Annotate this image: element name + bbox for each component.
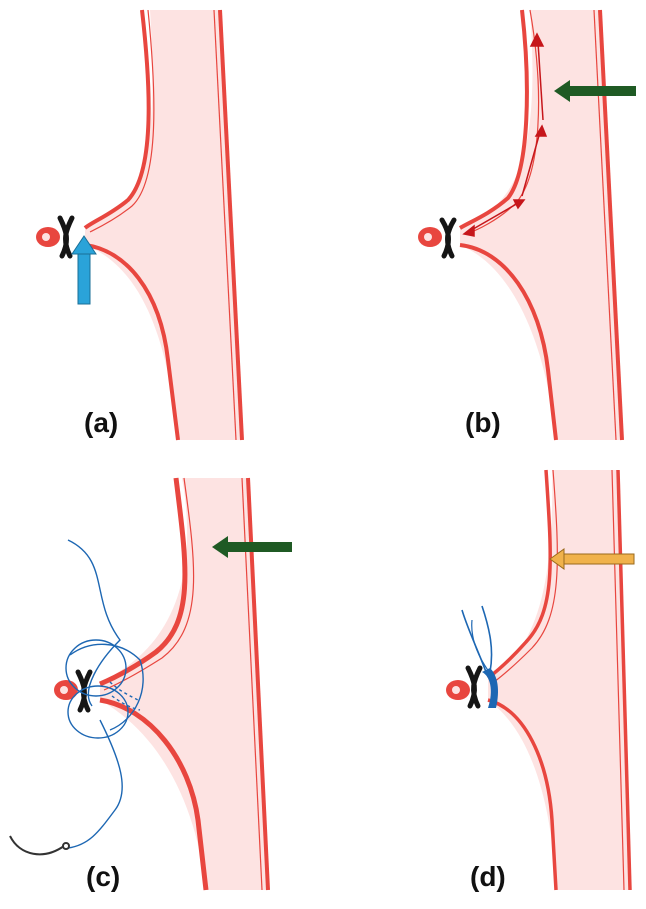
flow-arrows <box>462 32 548 237</box>
vessel-inner-line <box>103 477 195 691</box>
clip-icon <box>465 665 483 709</box>
panel-label: (d) <box>470 861 506 892</box>
vessel-right-wall <box>616 469 632 891</box>
vessel-right-inner <box>213 9 237 441</box>
green-arrow-icon <box>554 80 636 102</box>
stump-hole <box>42 233 50 241</box>
stump-hole <box>424 233 432 241</box>
vessel-left-wall <box>486 469 552 680</box>
yellow-arrow-icon <box>549 548 635 570</box>
stump-hole <box>60 686 68 694</box>
panel-label: (a) <box>84 407 118 438</box>
vessel-left-wall <box>83 9 151 230</box>
vessel-left-wall-lower <box>84 243 180 441</box>
vessel-fill <box>85 10 242 440</box>
vessel-right-inner <box>593 9 617 441</box>
tied-suture <box>461 605 498 708</box>
clip-icon <box>57 215 75 259</box>
vessel-right-wall <box>218 9 244 441</box>
panel-b: (b) <box>418 9 636 441</box>
vessel-left-wall <box>99 477 188 687</box>
panel-c: (c) <box>9 477 292 892</box>
vessel-left-wall-lower <box>487 698 558 891</box>
vessel-fill <box>460 10 622 440</box>
vessel-left-wall <box>458 9 529 230</box>
green-arrow-icon <box>212 536 292 558</box>
panel-a: (a) <box>36 9 244 441</box>
stump-hole <box>452 686 460 694</box>
vessel-inner-line <box>465 9 540 235</box>
vessel-right-inner <box>611 469 625 891</box>
vessel-fill <box>100 478 268 890</box>
needle-icon <box>9 835 70 856</box>
vessel-left-wall-lower <box>459 243 558 441</box>
panel-label: (c) <box>86 861 120 892</box>
panel-d: (d) <box>446 469 635 892</box>
vessel-right-wall <box>598 9 624 441</box>
vessel-inner-line <box>493 469 558 683</box>
vessel-left-wall-lower <box>99 697 209 891</box>
panel-label: (b) <box>465 407 501 438</box>
vessel-inner-line <box>89 9 155 233</box>
clip-icon <box>439 217 457 259</box>
suture-loops <box>65 539 144 849</box>
blue-arrow-icon <box>71 235 97 305</box>
vessel-fill <box>488 470 630 890</box>
